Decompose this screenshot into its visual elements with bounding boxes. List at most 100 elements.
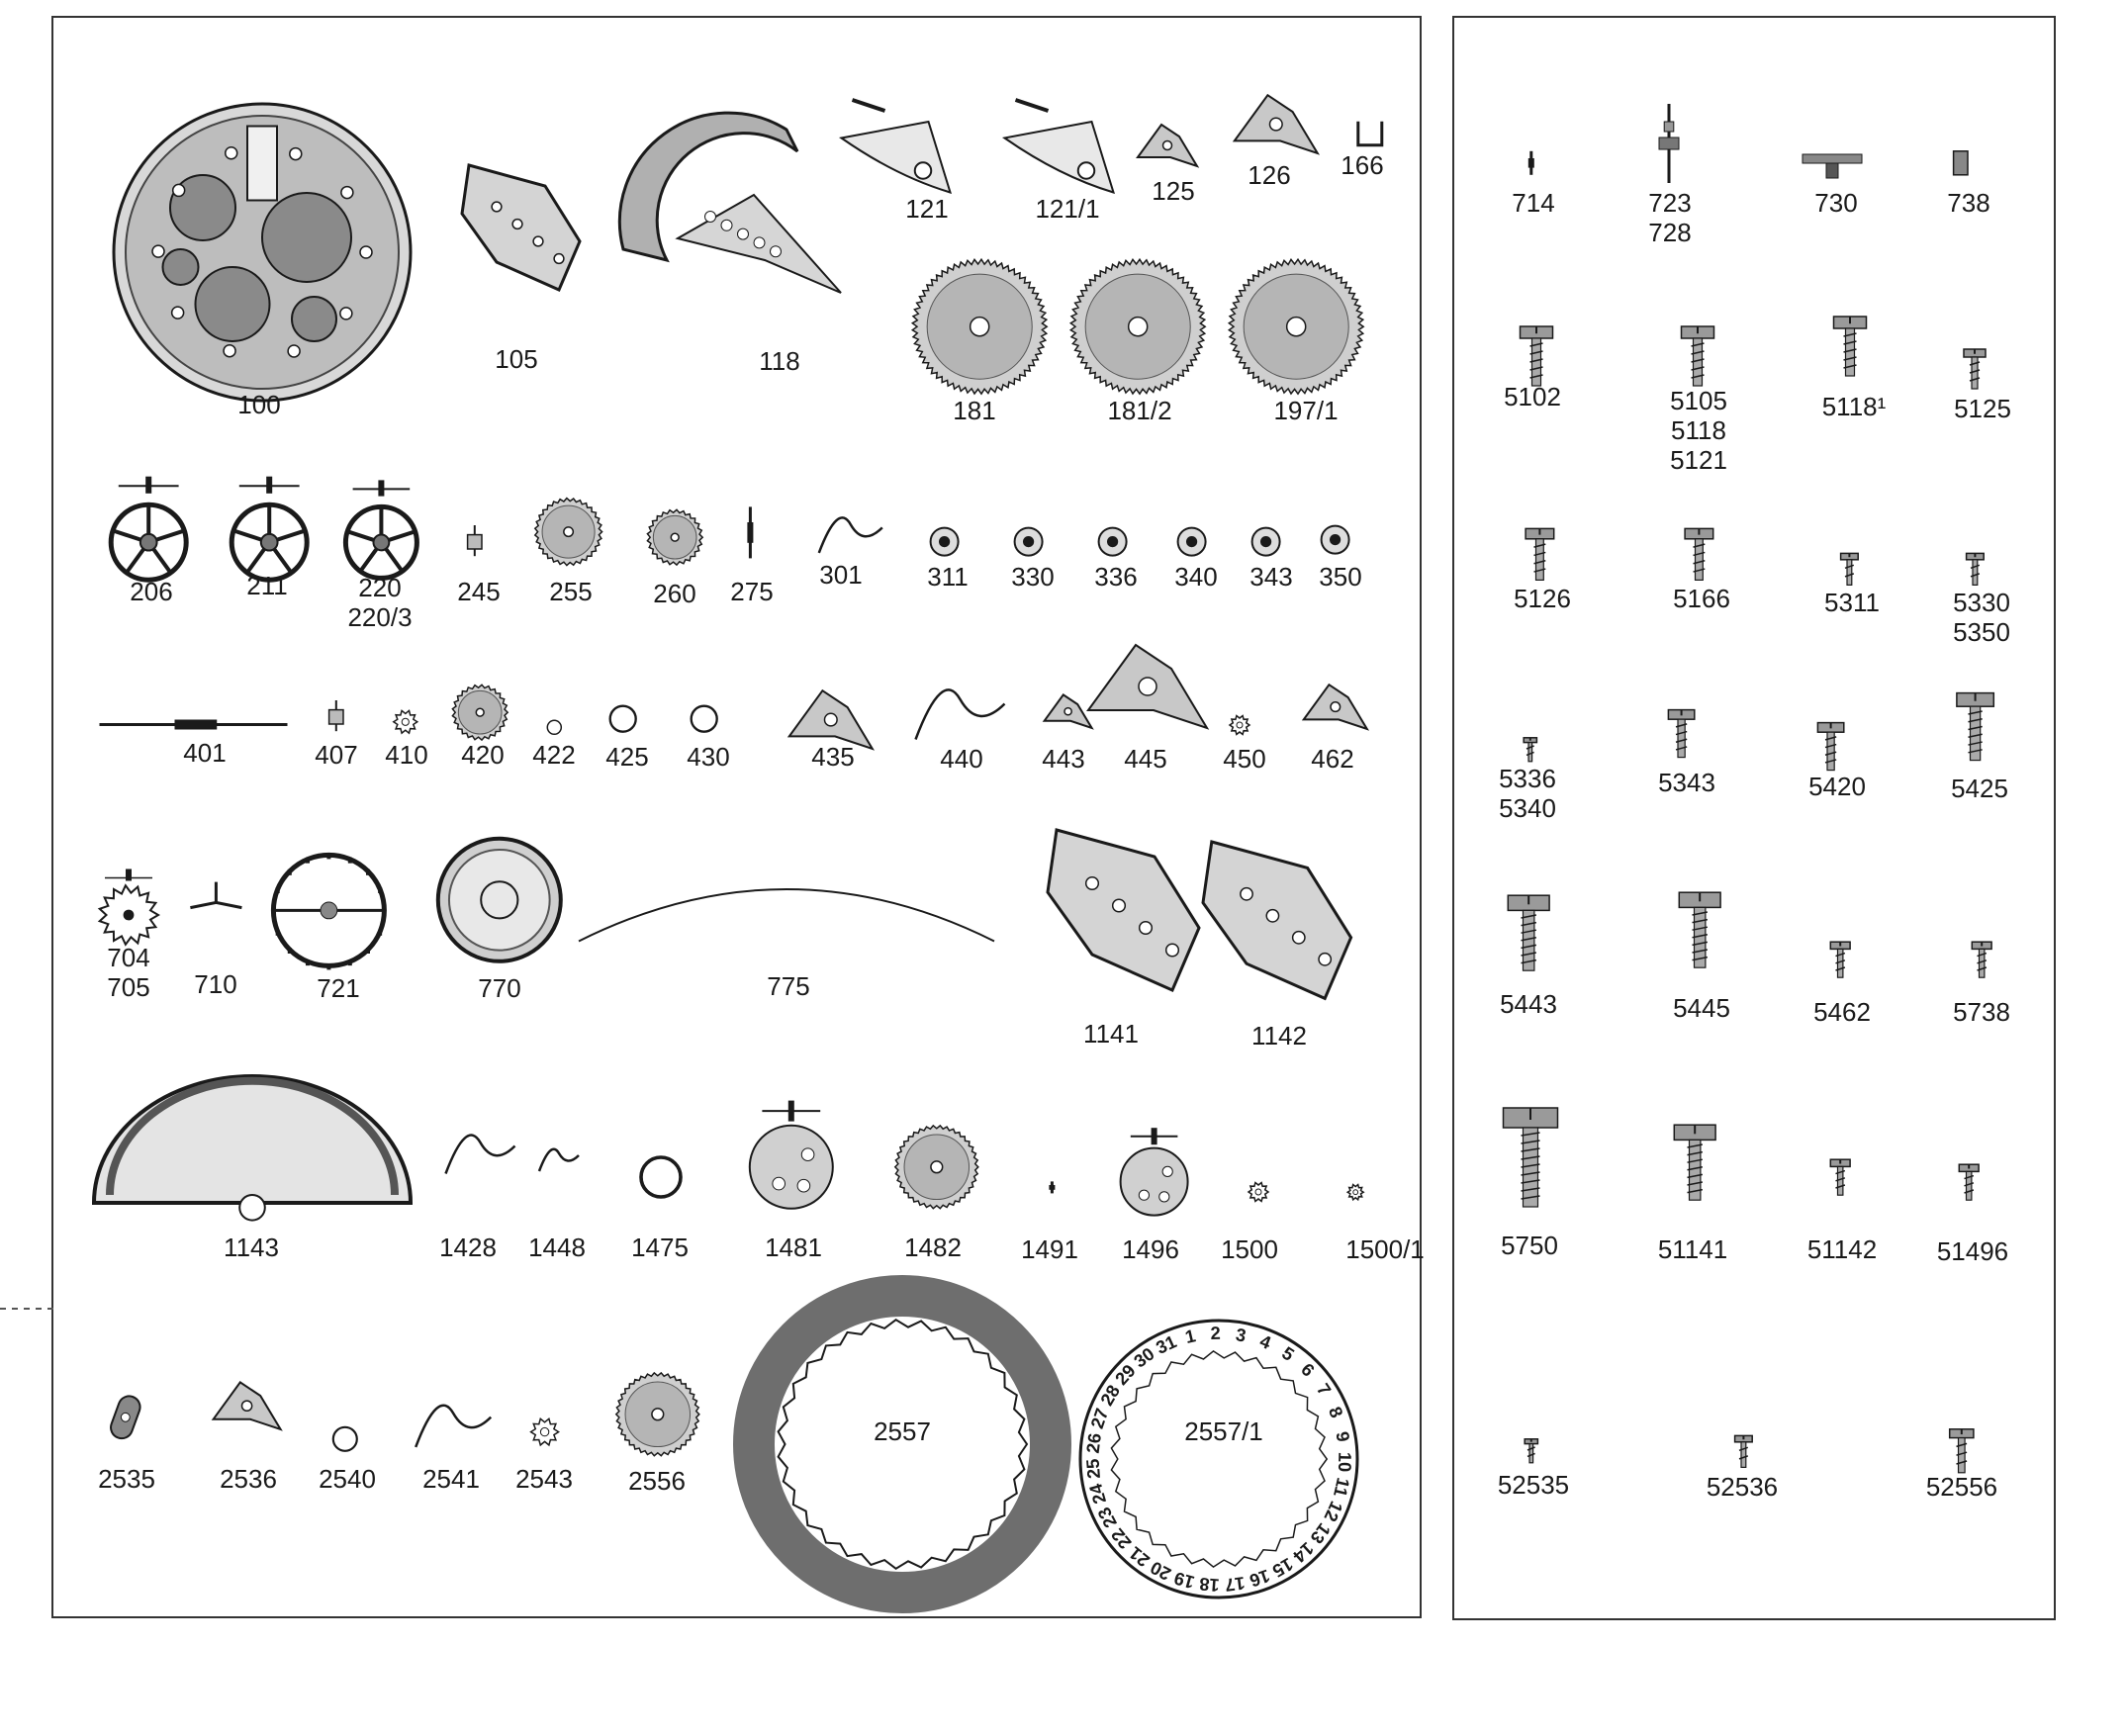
part-number: 5311 — [1824, 588, 1880, 617]
date-disc-number: 3 — [1235, 1325, 1248, 1345]
part-number-label: 5445 — [1673, 993, 1730, 1023]
part-number-label: 2543 — [515, 1464, 573, 1494]
part-number-label: 5738 — [1953, 997, 2010, 1027]
part-number-label: 51142 — [1807, 1234, 1877, 1264]
part-number: 181 — [953, 396, 995, 425]
part-number-label: 401 — [183, 738, 226, 768]
part-number: 730 — [1814, 188, 1857, 218]
date-disc-number: 14 — [1289, 1538, 1318, 1567]
part-number-label: 5118¹ — [1822, 392, 1887, 421]
part-number: 100 — [237, 390, 280, 419]
part-number: 5118 — [1670, 415, 1727, 445]
date-disc-number: 26 — [1083, 1432, 1105, 1455]
date-disc-number: 9 — [1332, 1430, 1352, 1444]
part-number: 723 — [1648, 188, 1691, 218]
part-number-label: 51141 — [1658, 1234, 1727, 1264]
part-number: 5343 — [1658, 768, 1715, 797]
part-number: 52556 — [1926, 1472, 1997, 1502]
part-number: 2541 — [422, 1464, 480, 1494]
part-number: 5121 — [1670, 445, 1727, 475]
part-number-label: 5125 — [1954, 394, 2011, 423]
part-number-label: 166 — [1341, 150, 1383, 180]
part-number: 2557/1 — [1184, 1416, 1263, 1446]
part-number: 51496 — [1937, 1236, 2008, 1266]
part-number: 5118¹ — [1822, 392, 1887, 421]
date-disc-number: 10 — [1335, 1452, 1354, 1473]
part-number-label: 5102 — [1504, 382, 1561, 411]
date-disc-number: 7 — [1313, 1380, 1335, 1399]
part-number: 350 — [1319, 562, 1361, 592]
part-number-label: 1143 — [224, 1233, 279, 1262]
part-number: 166 — [1341, 150, 1383, 180]
part-number-label: 407 — [315, 740, 357, 770]
part-number: 728 — [1648, 218, 1691, 247]
part-number-label: 118 — [759, 346, 799, 376]
part-number-label: 126 — [1248, 160, 1290, 190]
part-number-label: 1142 — [1251, 1021, 1307, 1051]
part-number-label: 5420 — [1808, 772, 1866, 801]
part-number: 738 — [1947, 188, 1989, 218]
part-number: 2536 — [220, 1464, 277, 1494]
part-number-label: 2540 — [319, 1464, 376, 1494]
spring-icon — [511, 1112, 606, 1207]
part-number-label: 1428 — [439, 1233, 497, 1262]
part-number: 714 — [1512, 188, 1554, 218]
part-number: 1142 — [1251, 1021, 1307, 1051]
date-disc-number: 1 — [1183, 1325, 1197, 1347]
part-number: 5350 — [1953, 617, 2010, 647]
part-number: 5340 — [1499, 793, 1556, 823]
part-number: 2535 — [98, 1464, 155, 1494]
part-number-label: 2536 — [220, 1464, 277, 1494]
date-disc-number: 8 — [1325, 1404, 1346, 1420]
part-number: 126 — [1248, 160, 1290, 190]
date-disc-number: 18 — [1199, 1574, 1221, 1595]
date-disc-number: 25 — [1082, 1458, 1103, 1480]
part-number: 5336 — [1499, 764, 1556, 793]
date-disc-number: 4 — [1257, 1331, 1275, 1354]
part-number: 5750 — [1501, 1231, 1558, 1260]
part-number: 407 — [315, 740, 357, 770]
part-number: 5105 — [1670, 386, 1727, 415]
date-disc-number: 6 — [1297, 1359, 1318, 1380]
part-number-label: 5126 — [1514, 584, 1571, 613]
part-number: 5445 — [1673, 993, 1730, 1023]
screw-icon — [1925, 1139, 2012, 1226]
part-number-label: 52556 — [1926, 1472, 1997, 1502]
part-number-label: 51496 — [1937, 1236, 2008, 1266]
part-number-label: 5750 — [1501, 1231, 1558, 1260]
part-number-label: 52535 — [1498, 1470, 1569, 1500]
date-disc-number: 2 — [1210, 1324, 1221, 1343]
ring-icon — [313, 1407, 378, 1472]
part-number-label: 5462 — [1813, 997, 1871, 1027]
part-number-label: 714 — [1512, 188, 1554, 218]
part-number: 2543 — [515, 1464, 573, 1494]
part-number-label: 2541 — [422, 1464, 480, 1494]
part-number: 118 — [759, 346, 799, 376]
part-number: 5125 — [1954, 394, 2011, 423]
part-number: 2540 — [319, 1464, 376, 1494]
part-number: 52536 — [1707, 1472, 1778, 1502]
part-number-label: 181 — [953, 396, 995, 425]
part-number-label: 5343 — [1658, 768, 1715, 797]
part-number-label: 2557 — [874, 1416, 931, 1446]
date-disc-number: 17 — [1224, 1573, 1247, 1595]
part-number-label: 100 — [237, 390, 280, 419]
part-number-label: 197/1 — [1273, 396, 1338, 425]
lever-icon — [173, 1335, 321, 1483]
part-number: 5443 — [1500, 989, 1557, 1019]
part-number: 5330 — [1953, 588, 2010, 617]
part-number: 5102 — [1504, 382, 1561, 411]
part-number-label: 5443 — [1500, 989, 1557, 1019]
screw-icon — [1618, 849, 1781, 1011]
part-number-label: 2557/1 — [1184, 1416, 1263, 1446]
part-number: 197/1 — [1273, 396, 1338, 425]
part-number: 5738 — [1953, 997, 2010, 1027]
part-number-label: 350 — [1319, 562, 1361, 592]
part-number-label: 52536 — [1707, 1472, 1778, 1502]
screw-icon — [1797, 1134, 1884, 1221]
part-number: 775 — [767, 971, 809, 1001]
